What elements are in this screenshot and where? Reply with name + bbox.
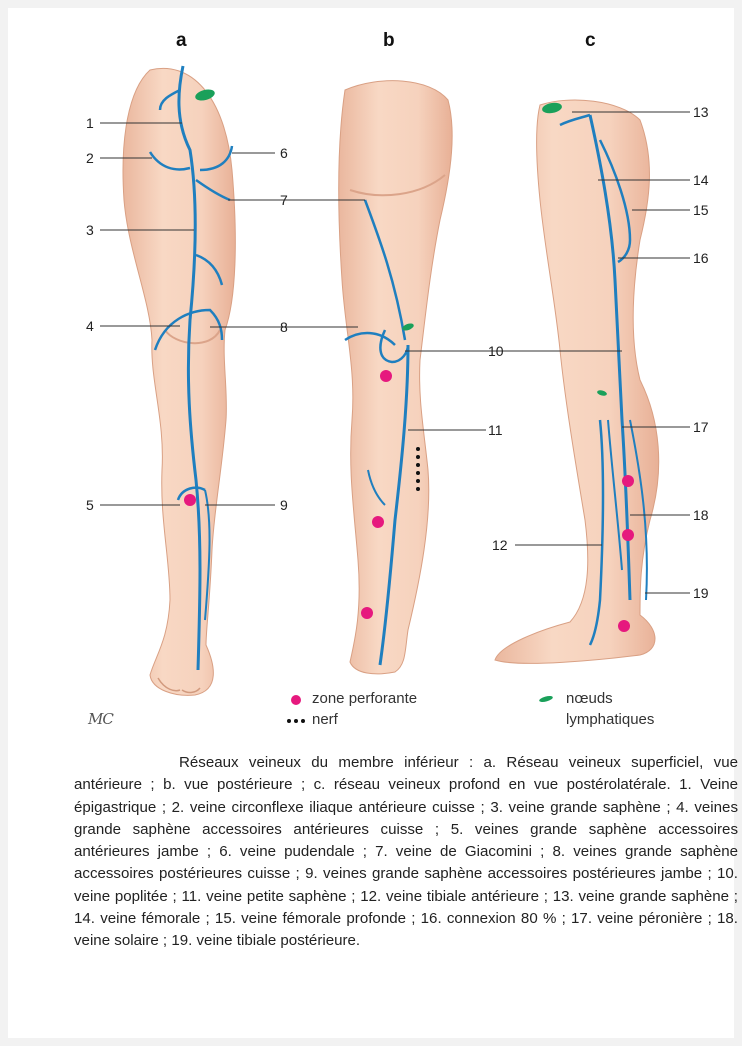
leg-b-posterior [339,81,453,674]
perforating-zone-a [184,494,196,506]
leg-c-silhouette [495,100,659,663]
perforating-zone-b1 [380,370,392,382]
leg-c-posterolateral [495,100,659,663]
callout-1: 1 [86,115,94,131]
legend-lymph-label-1: nœuds [566,690,613,707]
leg-a-anterior [123,66,235,695]
callout-12: 12 [492,537,508,553]
callout-19: 19 [693,585,709,601]
callout-4: 4 [86,318,94,334]
callout-17: 17 [693,419,709,435]
perforating-zone-b3 [361,607,373,619]
callout-8: 8 [280,319,288,335]
callout-7: 7 [280,192,288,208]
legend-perforating-label: zone perforante [312,690,417,707]
figure-caption: Réseaux veineux du membre inférieur : a.… [74,752,738,953]
panel-label-c: c [585,30,596,52]
artist-signature: MC [88,710,113,728]
perforating-zone-c1 [622,475,634,487]
perforating-zone-c3 [618,620,630,632]
legend-perforating-swatch [291,695,301,705]
panel-label-a: a [176,30,187,52]
callout-2: 2 [86,150,94,166]
panel-label-b: b [383,30,395,52]
perforating-zone-c2 [622,529,634,541]
legend-nerve-label: nerf [312,711,338,728]
callout-10: 10 [488,343,504,359]
callout-11: 11 [488,422,503,438]
legend-lymph-swatch [539,695,554,703]
callout-18: 18 [693,507,709,523]
perforating-zone-b2 [372,516,384,528]
callout-6: 6 [280,145,288,161]
callout-9: 9 [280,497,288,513]
callout-15: 15 [693,202,709,218]
legend-nerve-swatch [287,719,305,723]
legend-lymph-label-2: lymphatiques [566,711,654,728]
callout-13: 13 [693,104,709,120]
callout-5: 5 [86,497,94,513]
callout-3: 3 [86,222,94,238]
leg-b-silhouette [339,81,453,674]
callout-14: 14 [693,172,709,188]
callout-16: 16 [693,250,709,266]
leg-a-silhouette [123,68,235,695]
